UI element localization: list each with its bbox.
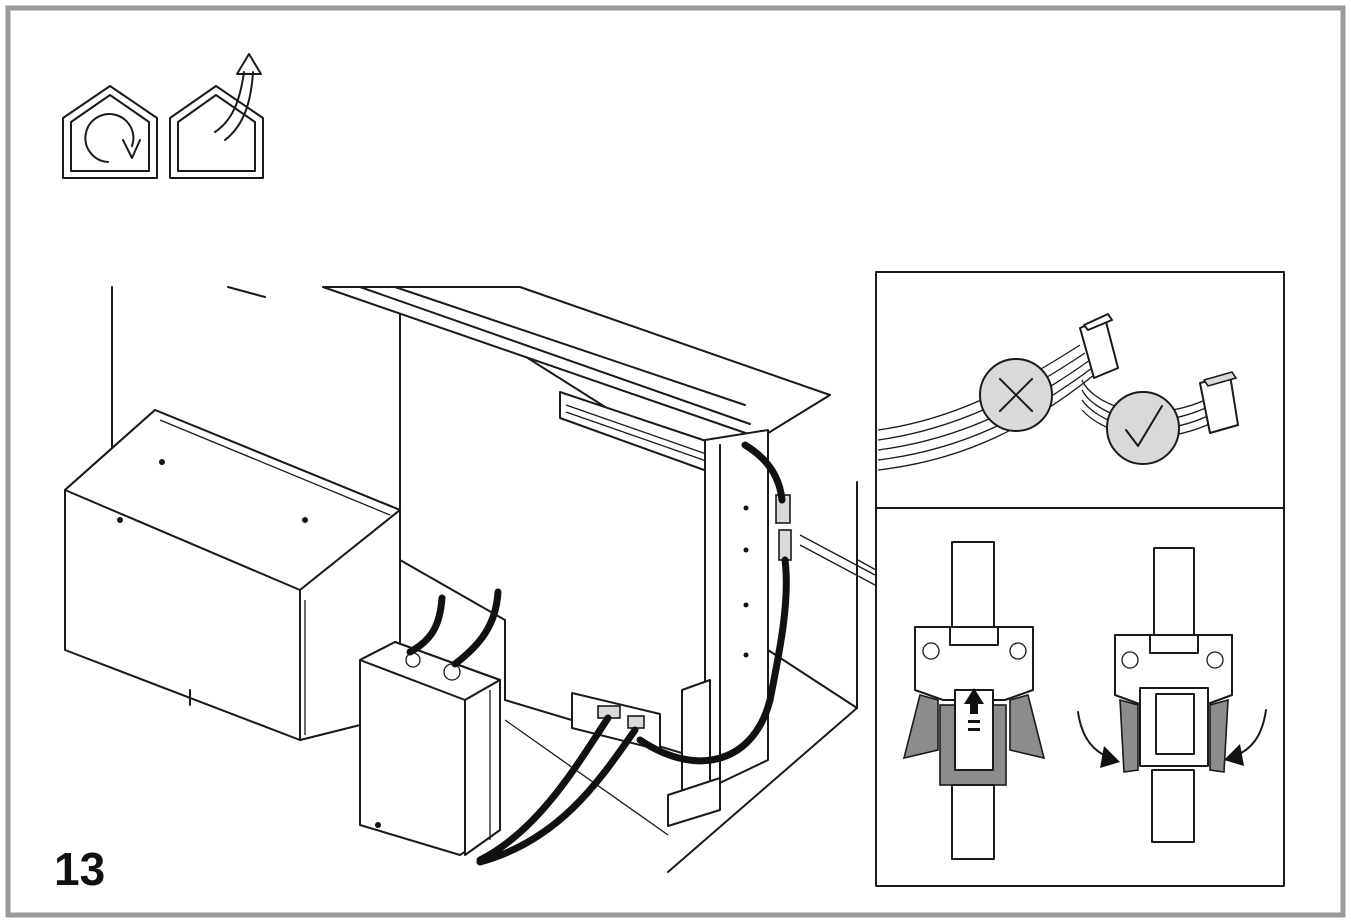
incorrect-cross-icon (979, 358, 1053, 432)
main-illustration (64, 286, 876, 873)
correct-check-icon (1106, 391, 1180, 465)
push-up-arrow-icon (964, 688, 984, 731)
connector-latch-detail (857, 507, 1285, 887)
page-frame (5, 5, 1346, 918)
connector-orientation-detail (875, 271, 1285, 509)
recirculation-mode-icon (62, 85, 158, 179)
step-number: 13 (54, 843, 106, 895)
ducted-extraction-mode-icon (169, 53, 264, 179)
press-latch-arrows-icon (1077, 709, 1267, 768)
